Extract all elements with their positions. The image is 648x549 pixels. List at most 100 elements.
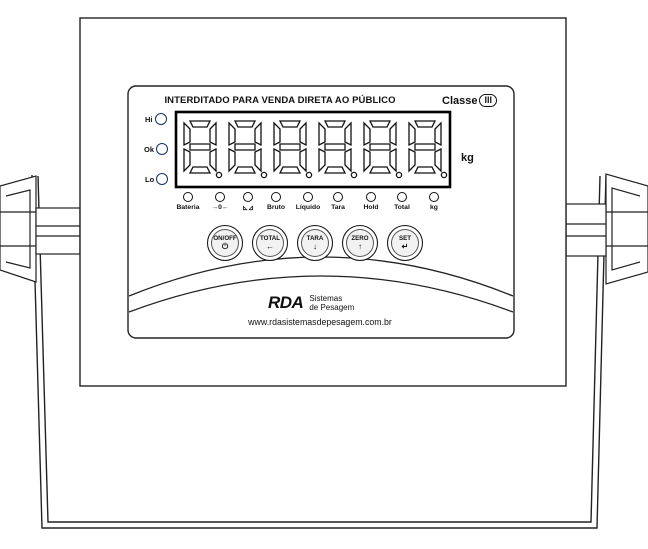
digit-segment bbox=[408, 121, 416, 147]
led-ok: Ok bbox=[144, 143, 169, 155]
brand-mark: RDA bbox=[268, 293, 304, 312]
indicator-led-icon bbox=[366, 192, 376, 202]
led-lo: Lo bbox=[145, 173, 169, 185]
led-hi-icon bbox=[154, 113, 167, 125]
right-mount-knob bbox=[565, 173, 648, 285]
led-hi: Hi bbox=[145, 113, 167, 125]
brand-logo: RDA Sistemas de Pesagem bbox=[268, 293, 354, 313]
led-ok-label: Ok bbox=[144, 144, 155, 154]
indicator-hold: Hold bbox=[355, 192, 387, 211]
decimal-point bbox=[350, 171, 358, 179]
indicator-stable: ⊾⊿ bbox=[232, 192, 264, 212]
digit-segment bbox=[299, 147, 307, 173]
indicator-led-icon bbox=[397, 192, 407, 202]
arrow-up-icon: ↑ bbox=[358, 242, 362, 251]
led-lo-label: Lo bbox=[145, 174, 155, 184]
decimal-point bbox=[260, 171, 268, 179]
digit-segment bbox=[363, 121, 371, 147]
indicator-liquido: Líquido bbox=[292, 192, 324, 211]
digit-segment bbox=[233, 166, 257, 174]
digit-segment bbox=[233, 120, 257, 128]
digit-segment bbox=[209, 121, 217, 147]
indicator-tara: Tara bbox=[322, 192, 354, 211]
zero-button-label: ZERO bbox=[351, 235, 369, 242]
on-off-button-label: ON/OFF bbox=[213, 235, 237, 242]
led-lo-icon bbox=[156, 173, 169, 185]
decimal-point bbox=[305, 171, 313, 179]
digit-segment bbox=[279, 143, 301, 151]
brand-line2: de Pesagem bbox=[309, 303, 355, 312]
unit-label: kg bbox=[461, 152, 474, 164]
indicator-label: Bruto bbox=[266, 204, 286, 211]
led-ok-icon bbox=[156, 143, 169, 155]
brand-line1: Sistemas bbox=[309, 294, 343, 303]
class-badge: III bbox=[479, 94, 497, 107]
indicator-led-icon bbox=[215, 192, 225, 202]
decimal-point bbox=[395, 171, 403, 179]
indicator-label: ⊾⊿ bbox=[242, 205, 254, 212]
on-off-button[interactable]: ON/OFF ⏻ bbox=[207, 225, 243, 261]
panel-arc-inner bbox=[128, 275, 514, 313]
set-button[interactable]: SET ↵ bbox=[387, 225, 423, 261]
tara-button[interactable]: TARA ↓ bbox=[297, 225, 333, 261]
class-label-text: Classe bbox=[442, 94, 478, 107]
indicator-led-icon bbox=[303, 192, 313, 202]
digit-segment bbox=[344, 147, 352, 173]
led-hi-label: Hi bbox=[145, 114, 153, 124]
digit-segment bbox=[413, 166, 437, 174]
indicator-label: Líquido bbox=[295, 204, 321, 211]
digit-segment bbox=[228, 121, 236, 147]
digit-segment bbox=[344, 121, 352, 147]
digit-segment bbox=[189, 143, 211, 151]
digit-segment bbox=[278, 120, 302, 128]
digit-segment bbox=[318, 147, 326, 173]
digit-segment bbox=[389, 147, 397, 173]
indicator-label: Hold bbox=[363, 204, 379, 211]
enter-icon: ↵ bbox=[401, 242, 409, 251]
total-button[interactable]: TOTAL ← bbox=[252, 225, 288, 261]
digit-segment bbox=[434, 121, 442, 147]
digit-segment bbox=[368, 166, 392, 174]
indicator-label: kg bbox=[430, 204, 438, 211]
indicator-kg: kg bbox=[418, 192, 450, 211]
digit-segment bbox=[278, 166, 302, 174]
brand-website: www.rdasistemasdepesagem.com.br bbox=[248, 317, 392, 327]
zero-button[interactable]: ZERO ↑ bbox=[342, 225, 378, 261]
tara-button-label: TARA bbox=[306, 235, 324, 242]
digit-segment bbox=[273, 121, 281, 147]
digit-segment bbox=[389, 121, 397, 147]
digit-segment bbox=[254, 147, 262, 173]
digit-segment bbox=[323, 166, 347, 174]
indicator-bruto: Bruto bbox=[260, 192, 292, 211]
digit-segment bbox=[254, 121, 262, 147]
arrow-left-icon: ← bbox=[266, 242, 274, 251]
indicator-label: Bateria bbox=[176, 204, 200, 211]
arrow-down-icon: ↓ bbox=[313, 242, 317, 251]
digit-segment bbox=[273, 147, 281, 173]
digit-segment bbox=[408, 147, 416, 173]
total-button-label: TOTAL bbox=[259, 235, 281, 242]
class-label: Classe III bbox=[442, 94, 497, 107]
left-mount-knob bbox=[0, 175, 81, 283]
indicator-label: →0← bbox=[211, 204, 229, 211]
digit-segment bbox=[228, 147, 236, 173]
power-icon: ⏻ bbox=[221, 242, 229, 251]
digit-segment bbox=[434, 147, 442, 173]
brand-text: Sistemas de Pesagem bbox=[309, 294, 354, 312]
indicator-zero: →0← bbox=[204, 192, 236, 211]
decimal-point bbox=[440, 171, 448, 179]
digit-segment bbox=[183, 121, 191, 147]
indicator-label: Total bbox=[394, 204, 410, 211]
digit-segment bbox=[183, 147, 191, 173]
digit-segment bbox=[299, 121, 307, 147]
digit-segment bbox=[369, 143, 391, 151]
digit-segment bbox=[324, 143, 346, 151]
digit-segment bbox=[188, 120, 212, 128]
digit-segment bbox=[363, 147, 371, 173]
indicator-led-icon bbox=[183, 192, 193, 202]
indicator-bateria: Bateria bbox=[172, 192, 204, 211]
indicator-label: Tara bbox=[331, 204, 345, 211]
indicator-led-icon bbox=[243, 192, 253, 202]
decimal-point bbox=[215, 171, 223, 179]
